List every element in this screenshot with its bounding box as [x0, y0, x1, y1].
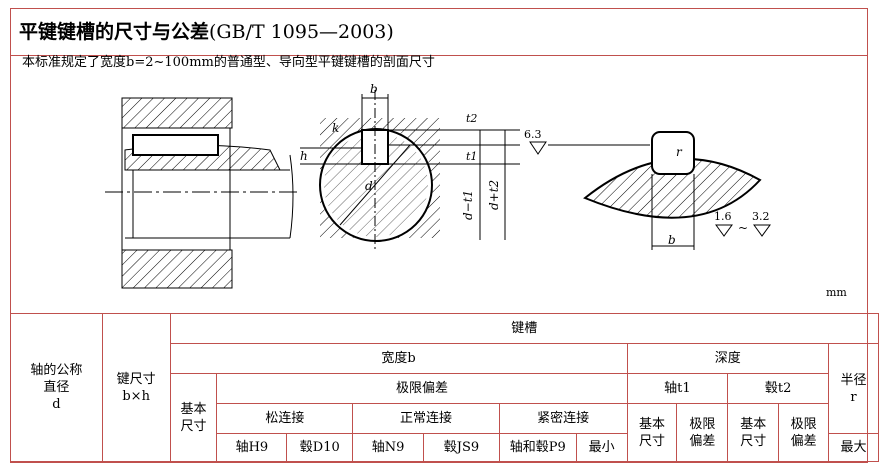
- label-b-right: b: [668, 233, 676, 247]
- basic3-line2: 尺寸: [740, 433, 767, 449]
- header-basic2: 基本尺寸: [626, 403, 678, 462]
- radius-line1: 半径: [840, 372, 867, 388]
- page-title: 平键键槽的尺寸与公差(GB/T 1095—2003): [11, 9, 867, 56]
- key-size-line1: 键尺寸: [116, 371, 156, 387]
- label-t1: t1: [466, 150, 477, 163]
- header-basic3: 基本尺寸: [727, 403, 780, 462]
- basic2-line1: 基本: [638, 416, 665, 432]
- shaft-dia-line1: 轴的公称: [30, 363, 83, 378]
- roughness-3-2: 3.2: [752, 210, 770, 223]
- label-r: r: [676, 145, 683, 159]
- radius-line2: r: [850, 389, 857, 405]
- header-limit2: 极限偏差: [778, 403, 830, 462]
- header-min: 最小: [575, 433, 628, 462]
- label-t2: t2: [466, 112, 477, 125]
- header-depth: 深度: [626, 343, 830, 374]
- roughness-6-3: 6.3: [524, 128, 542, 141]
- limit2-line2: 偏差: [790, 433, 817, 449]
- header-d10: 毂D10: [286, 433, 354, 462]
- label-b-top: b: [370, 82, 378, 96]
- header-loose: 松连接: [216, 403, 354, 434]
- label-h: h: [300, 149, 308, 163]
- basic-size-line2: 尺寸: [180, 418, 207, 434]
- header-max: 最大: [828, 433, 879, 462]
- section-view: b h k t2 t1 d−t1 d+t2 d: [300, 82, 520, 250]
- header-js9: 毂JS9: [423, 433, 500, 462]
- roughness-1-6: 1.6: [714, 210, 732, 223]
- header-width: 宽度b: [169, 343, 628, 374]
- label-d-plus-t2: d+t2: [487, 180, 501, 210]
- title-text: 平键键槽的尺寸与公差: [19, 21, 210, 43]
- header-limit1: 极限偏差: [676, 403, 729, 462]
- shaft-dia-line2: 直径: [43, 380, 70, 395]
- col-shaft-dia: 轴的公称 直径 d: [10, 313, 103, 462]
- basic3-line1: 基本: [740, 416, 767, 432]
- header-hub-t2: 毂t2: [727, 373, 830, 404]
- side-view: [105, 97, 300, 289]
- limit2-line1: 极限: [790, 416, 817, 432]
- header-tight: 紧密连接: [498, 403, 628, 434]
- basic2-line2: 尺寸: [638, 433, 665, 449]
- unit-label: mm: [826, 286, 847, 299]
- key-size-line2: b×h: [122, 388, 150, 404]
- header-basic-size: 基本 尺寸: [169, 373, 218, 462]
- label-d: d: [365, 179, 373, 193]
- keyway-table: 轴的公称 直径 d 键尺寸 b×h 键槽 宽度b 深度 半径 r 基本 尺寸 极…: [10, 313, 879, 462]
- header-n9: 轴N9: [352, 433, 425, 462]
- limit1-line2: 偏差: [689, 433, 716, 449]
- header-keyway: 键槽: [169, 313, 879, 344]
- basic-size-line1: 基本: [180, 401, 207, 417]
- header-tolerance: 极限偏差: [216, 373, 628, 404]
- header-radius: 半径 r: [828, 343, 879, 434]
- title-standard: (GB/T 1095—2003): [209, 21, 394, 43]
- tilde: ~: [738, 221, 748, 235]
- label-d-minus-t1: d−t1: [461, 190, 475, 220]
- header-p9: 轴和毂P9: [498, 433, 577, 462]
- keyway-figure: b h k t2 t1 d−t1 d+t2 d r 6.3 b 1.6 ~ 3.…: [105, 82, 771, 289]
- shaft-dia-line3: d: [52, 397, 61, 412]
- document-frame: 平键键槽的尺寸与公差(GB/T 1095—2003): [10, 8, 868, 463]
- limit1-line1: 极限: [689, 416, 716, 432]
- label-k: k: [332, 121, 339, 135]
- description: 本标准规定了宽度b=2~100mm的普通型、导向型平键键槽的剖面尺寸: [22, 55, 435, 70]
- header-h9: 轴H9: [216, 433, 288, 462]
- detail-view: r 6.3 b 1.6 ~ 3.2: [524, 128, 771, 250]
- header-shaft-t1: 轴t1: [626, 373, 729, 404]
- col-key-size: 键尺寸 b×h: [101, 313, 171, 462]
- header-normal: 正常连接: [352, 403, 500, 434]
